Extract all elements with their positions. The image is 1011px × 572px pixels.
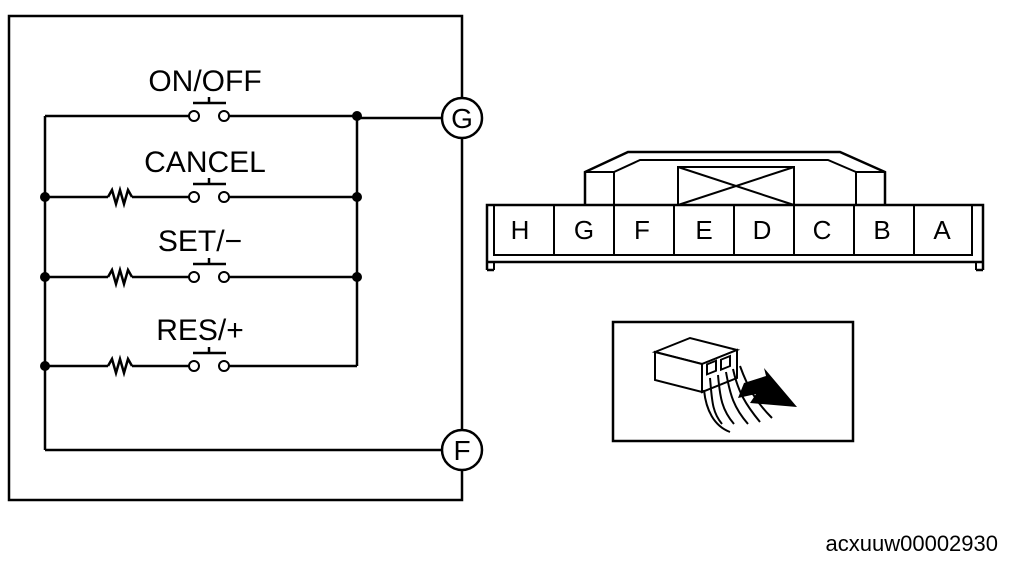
switch-label-on-off: ON/OFF xyxy=(148,65,261,98)
pin-h: H xyxy=(511,215,530,245)
terminal-f-label: F xyxy=(453,435,470,466)
figure-code: acxuuw00002930 xyxy=(826,531,998,556)
terminal-g: G xyxy=(440,96,484,140)
switch-row-on-off: ON/OFF xyxy=(45,65,362,122)
switch-schematic: ON/OFF CANCEL SET/− xyxy=(7,14,484,502)
terminal-f: F xyxy=(440,428,484,472)
inset-frame xyxy=(611,320,855,443)
pin-b: B xyxy=(873,215,890,245)
terminal-g-label: G xyxy=(451,103,473,134)
switch-row-res: RES/+ xyxy=(40,314,357,378)
pin-d: D xyxy=(753,215,772,245)
switch-enclosure xyxy=(7,14,464,502)
pin-g: G xyxy=(574,215,594,245)
switch-label-set: SET/− xyxy=(158,225,242,258)
connector-face: H G F E D C B A xyxy=(485,150,985,272)
switch-row-cancel: CANCEL xyxy=(40,146,362,209)
pin-f: F xyxy=(634,215,650,245)
switch-row-set: SET/− xyxy=(40,225,362,289)
switch-label-res: RES/+ xyxy=(156,314,244,347)
switch-label-cancel: CANCEL xyxy=(144,146,266,179)
resistor-cancel xyxy=(106,185,134,209)
harness-wires xyxy=(709,377,723,425)
probe-direction-arrow xyxy=(738,368,797,407)
harness-side-inset xyxy=(611,320,855,443)
connector-lock-tab xyxy=(583,150,887,205)
pin-e: E xyxy=(695,215,712,245)
pin-a: A xyxy=(933,215,951,245)
resistor-res xyxy=(106,354,134,378)
resistor-set xyxy=(106,265,134,289)
pin-c: C xyxy=(813,215,832,245)
